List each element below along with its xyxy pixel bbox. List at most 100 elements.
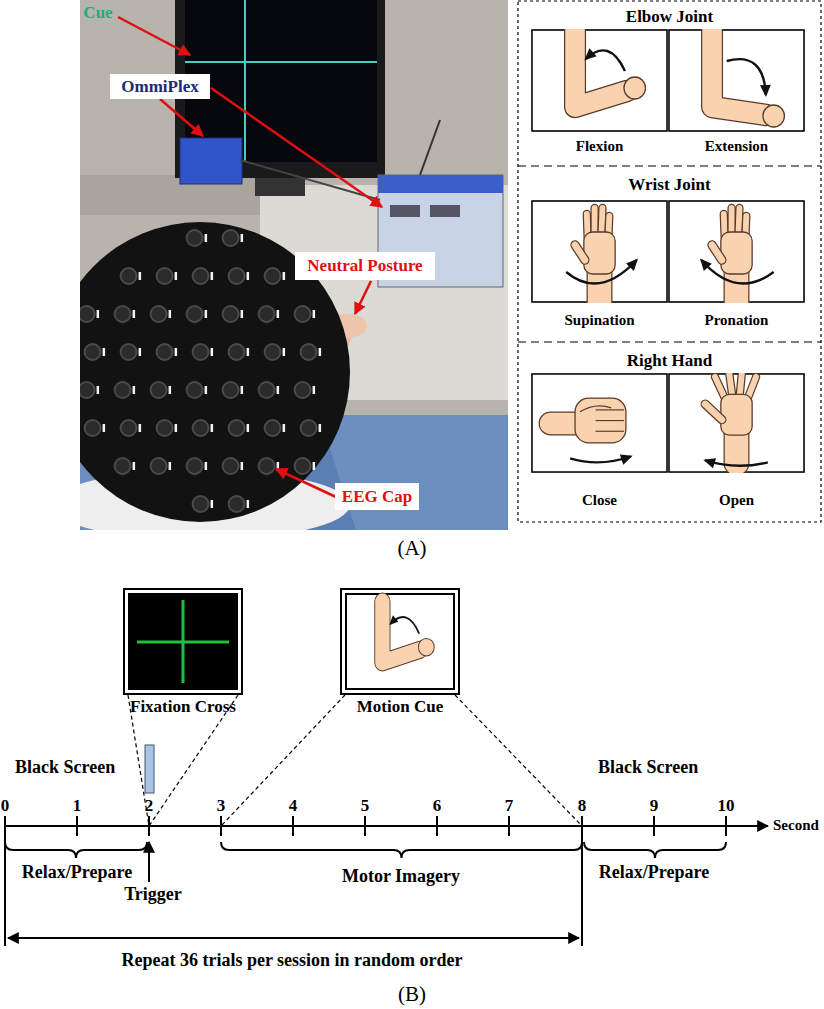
device-callout: OmmiPlex [110, 74, 210, 99]
node-text: Motion Cue [320, 697, 480, 717]
arm-illustration [703, 458, 716, 468]
axis-unit: Second [773, 817, 819, 834]
arm-illustration [584, 232, 615, 274]
node-text: Right Hand [518, 351, 821, 371]
arm-illustration [580, 406, 611, 412]
arm-illustration [705, 404, 722, 420]
eeg-electrode [265, 344, 281, 360]
eeg-electrode [97, 310, 100, 318]
eeg-electrode [175, 348, 178, 356]
eeg-electrode [80, 306, 95, 322]
arm-illustration [668, 200, 805, 303]
screen-illustration [182, 600, 185, 683]
eeg-electrode [205, 234, 208, 242]
eeg-electrode [121, 420, 137, 436]
timeline [221, 695, 345, 826]
arm-illustration [669, 201, 804, 302]
phase-label: Black Screen [15, 757, 115, 778]
time-tick: 3 [217, 796, 226, 816]
timeline [8, 937, 579, 939]
eeg-electrode [319, 424, 322, 432]
eeg-electrode [187, 230, 203, 246]
arm-illustration [596, 431, 624, 432]
eeg-electrode [193, 420, 209, 436]
node-text: Pronation [648, 312, 824, 329]
eeg-electrode [247, 348, 250, 356]
time-tick: 4 [289, 796, 298, 816]
time-tick: 10 [718, 796, 735, 816]
eeg-electrode [121, 344, 137, 360]
eeg-electrode [85, 420, 101, 436]
screen-illustration [341, 589, 459, 694]
setup-photo [240, 160, 380, 200]
eeg-electrode [241, 386, 244, 394]
setup-photo [180, 138, 242, 184]
arm-illustration [532, 30, 667, 131]
joint-section: Elbow JointFlexionExtension [518, 2, 821, 165]
arm-illustration [700, 208, 774, 303]
timeline [725, 816, 727, 836]
eeg-electrode [139, 424, 142, 432]
eeg-electrode [97, 386, 100, 394]
timeline [508, 816, 510, 836]
photo-callout: Cue [83, 3, 112, 23]
arm-illustration [721, 232, 752, 274]
screen-illustration [389, 615, 398, 625]
arm-illustration [532, 201, 667, 302]
phase-label: Black Screen [598, 757, 698, 778]
motion-panel: Close [531, 373, 668, 518]
eeg-electrode [313, 386, 316, 394]
eeg-electrode [115, 382, 131, 398]
time-tick: 7 [505, 796, 514, 816]
eeg-electrode [211, 424, 214, 432]
eeg-electrode [133, 310, 136, 318]
arm-illustration [531, 29, 668, 132]
arm-illustration [668, 373, 805, 473]
setup-photo [390, 205, 420, 217]
timeline [455, 695, 582, 826]
setup-photo [244, 0, 246, 162]
arm-illustration [575, 245, 585, 260]
eeg-electrode [151, 382, 167, 398]
eeg-electrode [139, 272, 142, 280]
arm-illustration [575, 245, 585, 260]
arm-illustration [575, 31, 627, 107]
motion-panel: Pronation [668, 200, 805, 336]
node-text: Elbow Joint [518, 7, 821, 27]
arm-illustration [551, 398, 633, 464]
arm-illustration [712, 31, 766, 115]
arm-illustration [721, 394, 752, 435]
eeg-electrode [169, 462, 172, 470]
eeg-electrode [247, 500, 250, 508]
timeline [148, 842, 150, 882]
callout-arrow [211, 88, 382, 207]
dashed-panel [518, 165, 821, 166]
eeg-electrode [193, 496, 209, 512]
arm-illustration [531, 200, 668, 303]
setup-photo [80, 0, 508, 530]
arm-illustration [620, 455, 633, 465]
arm-illustration [705, 373, 756, 463]
arm-illustration [668, 29, 805, 132]
eeg-electrode [133, 462, 136, 470]
timeline [5, 695, 768, 946]
callout-arrow [276, 469, 336, 497]
time-tick: 2 [145, 796, 154, 816]
eeg-electrode [187, 306, 203, 322]
arm-illustration [705, 404, 722, 420]
eeg-electrode [241, 234, 244, 242]
eeg-electrode [151, 458, 167, 474]
eeg-electrode [187, 458, 203, 474]
callout-arrow [355, 281, 371, 314]
eeg-electrode [319, 348, 322, 356]
eeg-electrode [295, 382, 311, 398]
arm-illustration [624, 77, 646, 99]
arm-illustration [584, 48, 596, 60]
motion-panel: Supination [531, 200, 668, 336]
eeg-electrode [103, 424, 106, 432]
node-text: OmmiPlex [121, 77, 198, 97]
node-text: Wrist Joint [518, 175, 821, 195]
arm-illustration [703, 373, 767, 468]
timeline [220, 816, 222, 836]
eeg-electrode [151, 306, 167, 322]
